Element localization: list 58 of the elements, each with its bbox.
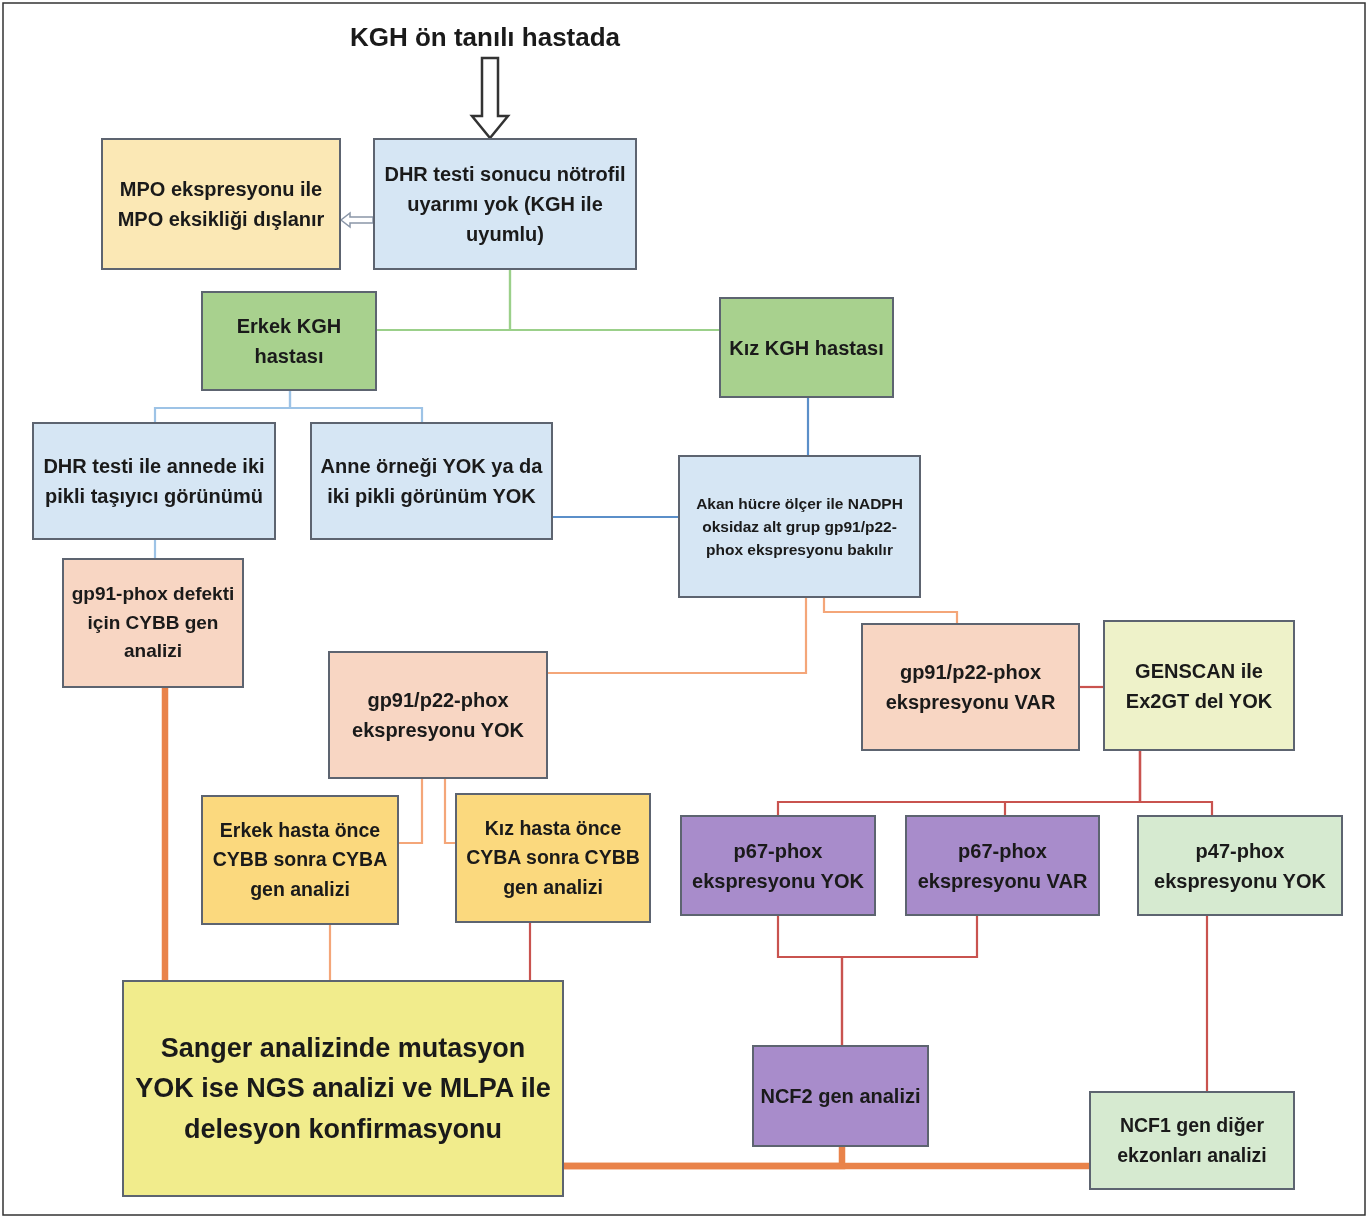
box-label: Kız hasta önce CYBA sonra CYBB gen analizi (465, 816, 641, 900)
box-label: Erkek KGH hastası (235, 314, 343, 369)
process-box (201, 291, 377, 391)
process-box (328, 651, 548, 779)
process-box (861, 623, 1080, 751)
box-label: NCF1 gen diğer ekzonları analizi (1116, 1113, 1268, 1168)
box-label: GENSCAN ile Ex2GT del YOK (1124, 658, 1274, 714)
block-arrow (339, 211, 374, 229)
box-label: gp91/p22-phox ekspresyonu YOK (351, 688, 525, 743)
process-box (1137, 815, 1343, 916)
box-label: Kız KGH hastası (729, 335, 884, 361)
connector-line (399, 779, 424, 845)
connector-line (161, 688, 169, 980)
connector-line (153, 540, 157, 558)
connector-line (548, 598, 808, 675)
process-box (905, 815, 1100, 916)
block-arrow (469, 56, 511, 140)
process-box (1103, 620, 1295, 751)
box-label: gp91/p22-phox ekspresyonu VAR (884, 660, 1057, 715)
process-box (678, 455, 921, 598)
process-box (62, 558, 244, 688)
connector-line (840, 916, 979, 1045)
connector-line (328, 925, 332, 980)
box-label: DHR testi ile annede iki pikli taşıyıcı görünümü (42, 454, 266, 509)
connector-line (553, 515, 678, 519)
connector-line (564, 1162, 1089, 1170)
process-box (32, 422, 276, 540)
box-label: NCF2 gen analizi (760, 1084, 921, 1109)
result-box (122, 980, 564, 1197)
box-label: p67-phox ekspresyonu VAR (916, 838, 1089, 894)
box-label: DHR testi sonucu nötrofil uyarımı yok (KGH ile uyumlu) (383, 162, 627, 247)
heading-text: KGH ön tanılı hastada (349, 20, 621, 54)
process-box (201, 795, 399, 925)
box-label: MPO ekspresyonu ile MPO eksikliği dışlanır (116, 177, 326, 232)
process-box (1089, 1091, 1295, 1190)
connector-line (443, 779, 455, 845)
box-label: Erkek hasta önce CYBB sonra CYBA gen analizi (211, 818, 389, 902)
box-label: Akan hücre ölçer ile NADPH oksidaz alt grup gp91/p22-phox ekspresyonu bakılır (695, 493, 904, 561)
box-label: Anne örneği YOK ya da iki pikli görünüm YOK (319, 454, 544, 509)
process-box (310, 422, 553, 540)
connector-line (806, 398, 810, 455)
connector-line (1205, 916, 1209, 1091)
connector-line (822, 598, 959, 623)
process-box (752, 1045, 929, 1147)
box-label: p67-phox ekspresyonu YOK (691, 838, 865, 894)
process-box (101, 138, 341, 270)
box-label: gp91-phox defekti için CYBB gen analizi (70, 582, 236, 664)
connector-line (508, 270, 719, 332)
connector-line (1080, 685, 1103, 689)
box-label: p47-phox ekspresyonu YOK (1153, 838, 1327, 894)
connector-line (1138, 751, 1214, 815)
box-label: Sanger analizinde mutasyon YOK ise NGS analizi ve MLPA ile delesyon konfirmasyonu (134, 1031, 552, 1146)
connector-line (288, 391, 424, 422)
process-box (373, 138, 637, 270)
process-box (680, 815, 876, 916)
process-box (455, 793, 651, 923)
process-box (719, 297, 894, 398)
connector-line (528, 923, 532, 980)
